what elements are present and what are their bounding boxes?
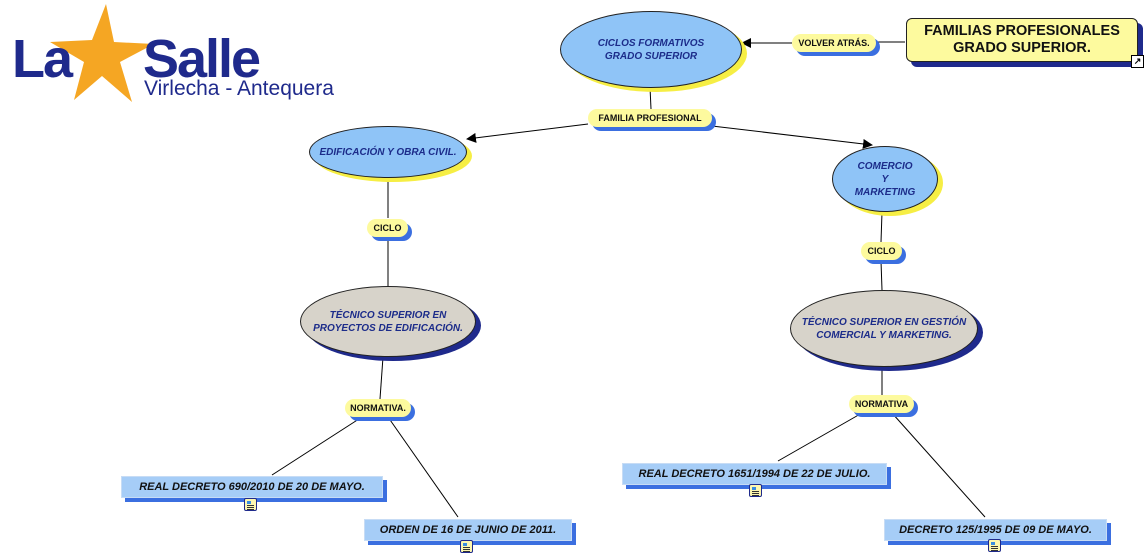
- document-rd-1651-1994[interactable]: REAL DECRETO 1651/1994 DE 22 DE JULIO.: [622, 463, 887, 485]
- line-comercio-to-ciclo: [880, 211, 883, 243]
- comercio-line-3: MARKETING: [854, 186, 916, 198]
- line-norm2-to-doc3: [777, 412, 863, 462]
- la-salle-logo: La Salle Virlecha - Antequera: [10, 0, 360, 108]
- cycle2-line-2: COMERCIAL Y MARKETING.: [816, 329, 952, 341]
- logo-subtitle: Virlecha - Antequera: [144, 77, 334, 100]
- family-comercio[interactable]: COMERCIO Y MARKETING: [832, 146, 938, 212]
- ciclo-link-1[interactable]: CICLO: [367, 219, 408, 237]
- resource-document-icon[interactable]: [988, 539, 1001, 552]
- back-link-button[interactable]: VOLVER ATRÁS.: [792, 34, 876, 52]
- line-norm-to-doc2: [387, 416, 459, 518]
- line-norm-to-doc1: [271, 416, 363, 476]
- title-line-2: GRADO SUPERIOR.: [953, 40, 1091, 56]
- star-icon: [50, 4, 154, 102]
- title-line-1: FAMILIAS PROFESIONALES: [924, 23, 1120, 39]
- ciclo-link-2[interactable]: CICLO: [861, 242, 902, 260]
- cycle1-line-2: PROYECTOS DE EDIFICACIÓN.: [313, 322, 463, 334]
- familia-profesional-link[interactable]: FAMILIA PROFESIONAL: [588, 109, 712, 127]
- cycle-proyectos-edificacion[interactable]: TÉCNICO SUPERIOR EN PROYECTOS DE EDIFICA…: [300, 286, 476, 357]
- cycle1-line-1: TÉCNICO SUPERIOR EN: [329, 309, 447, 321]
- comercio-line-1: COMERCIO: [857, 160, 913, 172]
- resource-document-icon[interactable]: [749, 484, 762, 497]
- line-familia-to-comercio: [711, 125, 873, 149]
- resource-document-icon[interactable]: [460, 540, 473, 553]
- external-link-icon[interactable]: ↗: [1131, 55, 1144, 68]
- line-ciclo-to-cycle2: [880, 260, 883, 291]
- cycle2-line-1: TÉCNICO SUPERIOR EN GESTIÓN: [801, 316, 967, 328]
- document-orden-16-junio-2011[interactable]: ORDEN DE 16 DE JUNIO DE 2011.: [364, 519, 572, 541]
- root-line-1: CICLOS FORMATIVOS: [597, 37, 705, 49]
- line-norm2-to-doc4: [891, 412, 986, 518]
- document-decreto-125-1995[interactable]: DECRETO 125/1995 DE 09 DE MAYO.: [884, 519, 1107, 541]
- cycle-gestion-comercial[interactable]: TÉCNICO SUPERIOR EN GESTIÓN COMERCIAL Y …: [790, 290, 978, 367]
- line-root-to-familia: [649, 86, 652, 110]
- family-edificacion[interactable]: EDIFICACIÓN Y OBRA CIVIL.: [309, 126, 467, 178]
- line-familia-to-edif: [466, 123, 589, 143]
- normativa-link-1[interactable]: NORMATIVA.: [345, 399, 411, 417]
- root-concept[interactable]: CICLOS FORMATIVOS GRADO SUPERIOR: [560, 11, 742, 88]
- comercio-line-2: Y: [881, 173, 889, 185]
- line-cycle1-to-norm: [379, 356, 384, 400]
- root-line-2: GRADO SUPERIOR: [604, 50, 698, 62]
- document-rd-690-2010[interactable]: REAL DECRETO 690/2010 DE 20 DE MAYO.: [121, 476, 383, 498]
- title-box[interactable]: FAMILIAS PROFESIONALES GRADO SUPERIOR.: [906, 18, 1138, 62]
- normativa-link-2[interactable]: NORMATIVA: [849, 395, 914, 413]
- logo-text-la: La: [12, 29, 73, 89]
- resource-document-icon[interactable]: [244, 498, 257, 511]
- logo-text-salle: Salle: [143, 29, 261, 89]
